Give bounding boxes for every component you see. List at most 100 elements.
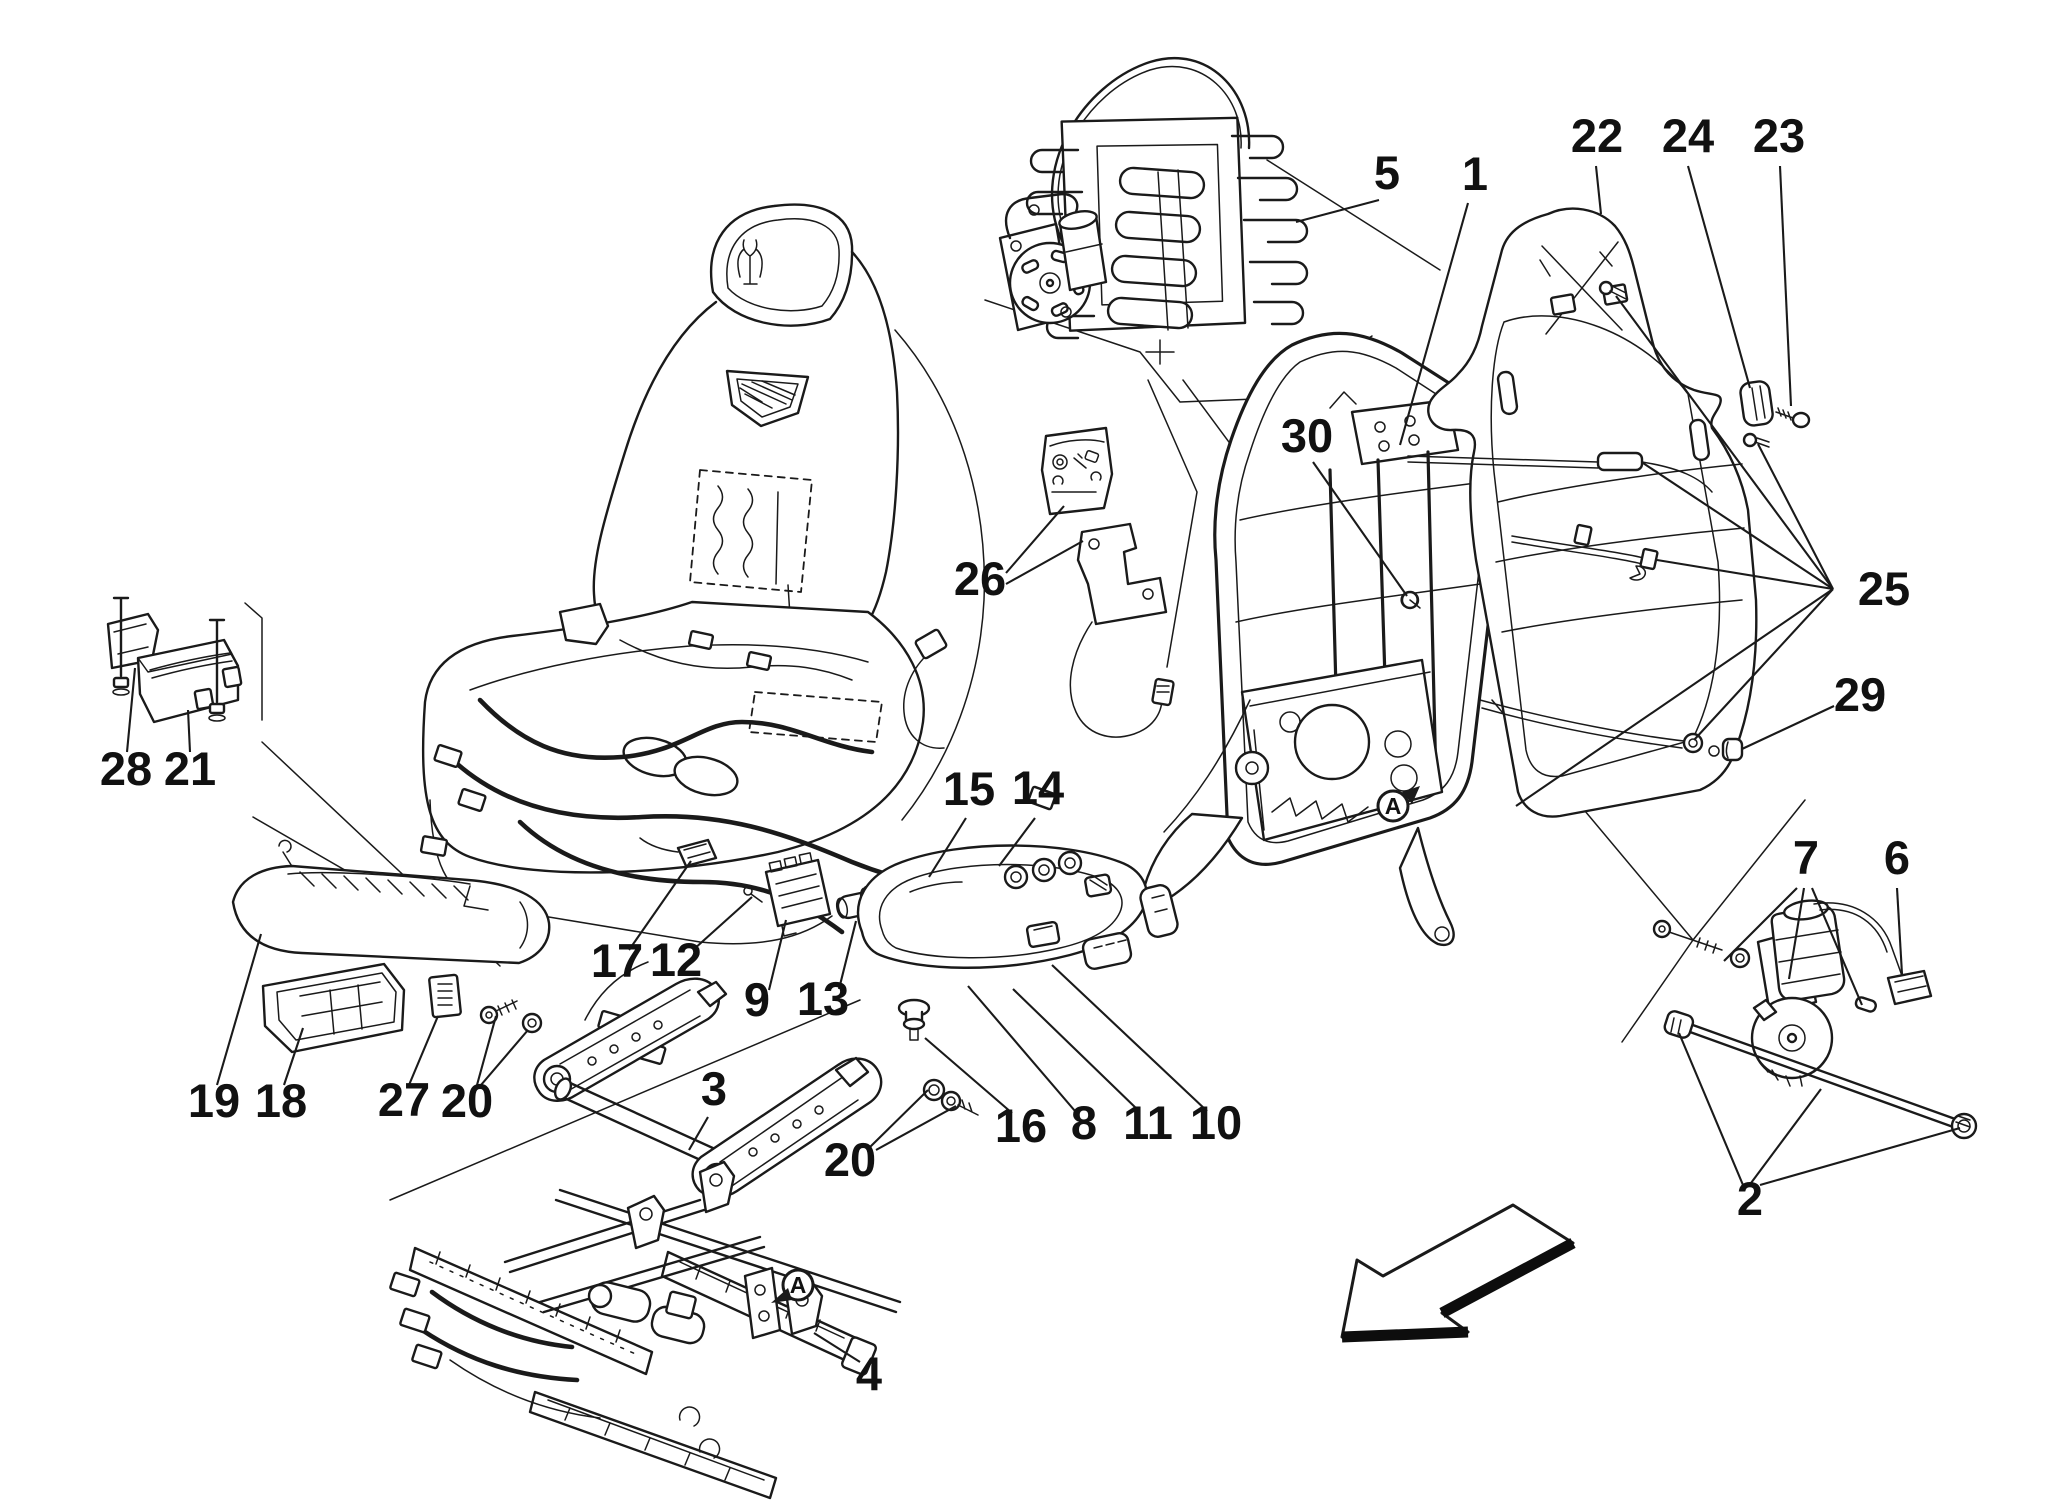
callout-8-23: 8 (1071, 1096, 1097, 1149)
knob-part24 (1739, 380, 1774, 427)
callout-10-25: 10 (1190, 1096, 1242, 1149)
view-marker-arrowhead-icon (1402, 786, 1420, 804)
leader-lines (125, 165, 1961, 1363)
cable-end-pin (1598, 280, 1627, 300)
callout-4-27: 4 (856, 1347, 882, 1400)
view-markers: AA (771, 786, 1420, 1303)
lumbar-motor (998, 192, 1108, 332)
callout-9-15: 9 (744, 973, 770, 1026)
leader-line-6 (1895, 887, 1904, 975)
leader-line-8 (967, 985, 1076, 1112)
callout-20-26: 20 (824, 1133, 876, 1186)
screw-part25 (1742, 432, 1770, 448)
callout-20-20: 20 (441, 1074, 493, 1127)
callout-25-7: 25 (1858, 562, 1910, 615)
leader-line-7 (1723, 887, 1798, 962)
view-marker-letter-1: A (790, 1272, 807, 1298)
leader-line-21 (186, 709, 192, 753)
leader-line-10 (1051, 964, 1208, 1112)
callout-15-11: 15 (943, 762, 995, 815)
view-marker-letter-0: A (1385, 793, 1402, 819)
diagram-line-art (106, 56, 1978, 1500)
callout-7-28: 7 (1793, 831, 1819, 884)
leader-line-25 (1515, 588, 1834, 807)
callout-1-1: 1 (1462, 147, 1488, 200)
leader-line-15 (928, 817, 967, 878)
callout-30-5: 30 (1281, 409, 1333, 462)
leader-line-2 (1759, 1126, 1961, 1187)
leader-line-25 (1693, 588, 1834, 741)
callout-5-0: 5 (1374, 146, 1400, 199)
callout-11-24: 11 (1123, 1096, 1173, 1149)
leader-line-26 (1005, 505, 1065, 574)
view-marker-circle-1 (781, 1268, 815, 1302)
leader-line-2 (1750, 1088, 1822, 1184)
callout-29-8: 29 (1834, 668, 1886, 721)
leader-line-25 (1642, 462, 1834, 590)
leader-line-28 (125, 667, 137, 753)
leader-line-25 (1757, 443, 1834, 590)
callout-6-29: 6 (1884, 831, 1910, 884)
leader-line-11 (1012, 988, 1140, 1112)
direction-arrow-icon (1340, 1203, 1575, 1339)
leader-line-25 (1615, 295, 1834, 590)
lumbar-assembly (998, 56, 1309, 365)
callout-22-2: 22 (1571, 109, 1623, 162)
direction-arrow-thick-edge-0 (1439, 1238, 1576, 1318)
cap-part29 (1721, 737, 1744, 762)
trident-emblem (737, 239, 763, 285)
leader-line-4 (813, 1332, 861, 1363)
control-modules (106, 596, 243, 724)
callout-18-18: 18 (255, 1074, 307, 1127)
leader-line-13 (837, 920, 858, 990)
leader-line-16 (924, 1037, 1013, 1114)
direction-arrow (1340, 1203, 1576, 1343)
leader-line-20 (480, 1029, 529, 1086)
callout-12-14: 12 (650, 933, 702, 986)
leader-line-19 (215, 933, 263, 1086)
fastener-part30 (1400, 590, 1421, 610)
leader-line-29 (1741, 705, 1835, 750)
leader-line-24 (1686, 165, 1752, 389)
view-marker-circle-0 (1376, 789, 1410, 823)
leader-line-23 (1778, 165, 1793, 407)
leader-line-2 (1678, 1032, 1744, 1186)
callout-3-21: 3 (701, 1062, 727, 1115)
leader-line-9 (767, 919, 788, 991)
recliner-motor-group (1652, 899, 1978, 1140)
callout-26-6: 26 (954, 552, 1006, 605)
switch-panel-group (856, 844, 1179, 1116)
callout-16-22: 16 (995, 1099, 1047, 1152)
leader-line-17 (628, 860, 692, 951)
leader-line-3 (688, 1116, 709, 1151)
leader-line-1 (1398, 202, 1470, 446)
leader-line-20 (875, 1105, 957, 1151)
leader-line-14 (998, 817, 1036, 867)
leader-line-30 (1312, 461, 1408, 597)
backrest-shell (1407, 207, 1811, 818)
speaker-grille (725, 369, 810, 428)
leader-line-22 (1594, 165, 1603, 215)
view-marker-arrowhead-icon (771, 1288, 792, 1303)
upper-rails (533, 977, 883, 1199)
callout-23-4: 23 (1753, 109, 1805, 162)
screw-part23 (1775, 407, 1811, 429)
callout-21-10: 21 (164, 742, 216, 795)
callout-14-12: 14 (1012, 761, 1064, 814)
callout-28-9: 28 (100, 742, 152, 795)
callout-2-30: 2 (1737, 1172, 1763, 1225)
callout-17-13: 17 (591, 934, 643, 987)
leader-line-5 (1295, 198, 1380, 224)
leader-line-26 (1005, 540, 1084, 585)
leader-line-20 (475, 1015, 498, 1086)
hardware-kit-26 (1040, 426, 1175, 738)
leader-line-7 (1811, 887, 1863, 1006)
seat-base-frame (389, 1160, 902, 1500)
leader-line-25 (1656, 558, 1834, 591)
leader-line-12 (692, 896, 753, 951)
direction-arrow-thick-edge-1 (1341, 1326, 1469, 1343)
callout-27-19: 27 (378, 1073, 430, 1126)
